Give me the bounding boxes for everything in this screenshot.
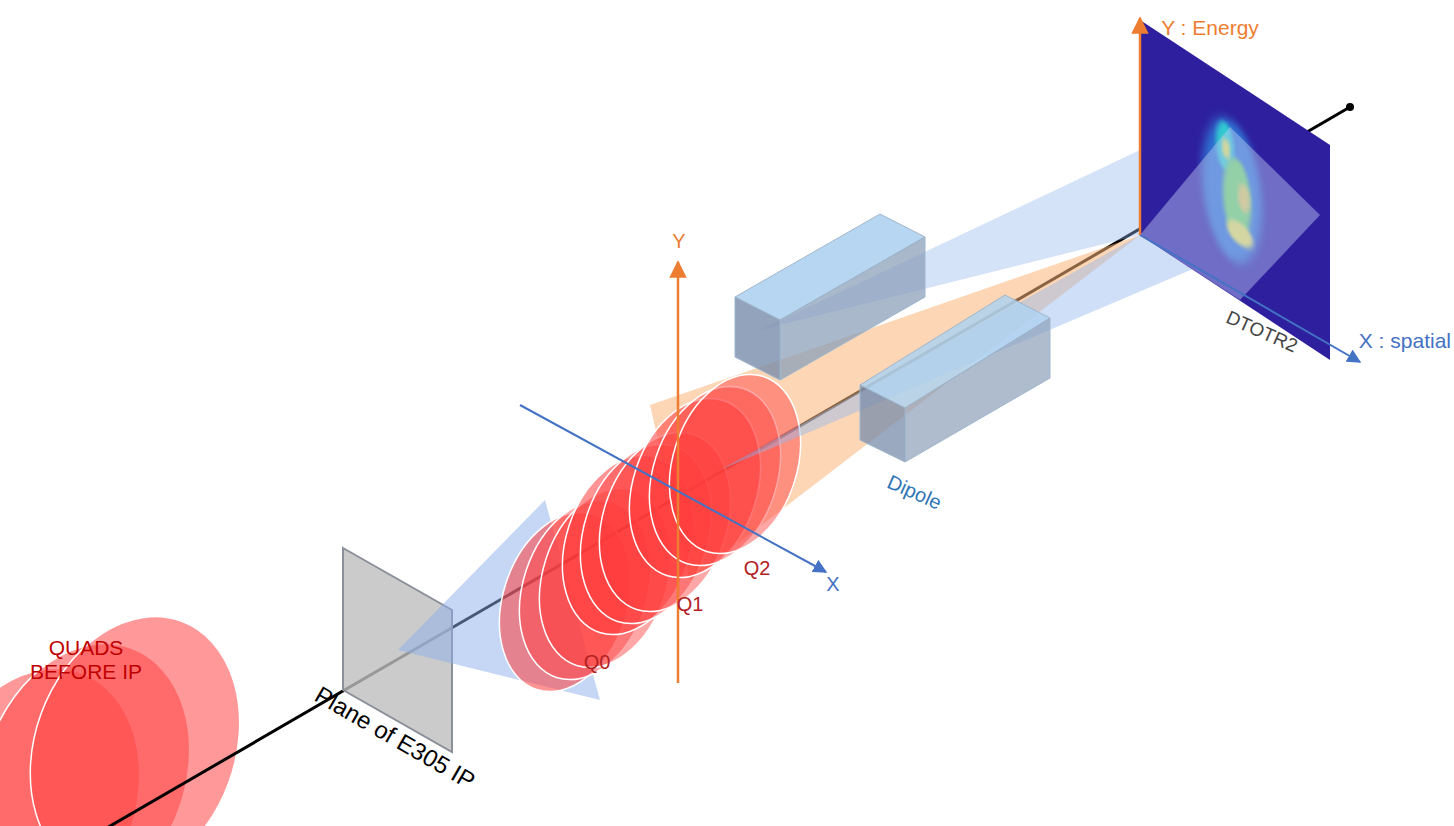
y-axis [677, 262, 680, 683]
beam-axis [105, 107, 1350, 826]
dipole-magnet [860, 295, 1050, 462]
beam-end [1346, 103, 1354, 111]
axis-label: X [826, 573, 839, 596]
axis-label: Y : Energy [1161, 16, 1259, 40]
quads-before-ip [0, 587, 275, 826]
magnet-label: Q0 [584, 651, 611, 674]
screen-plane [1140, 127, 1320, 300]
spatial-axis [1140, 235, 1360, 362]
section-label: QUADS BEFORE IP [11, 636, 161, 684]
dipole-magnet [735, 214, 925, 380]
magnet-label: Dipole [883, 470, 944, 514]
energy-axis [1139, 18, 1142, 235]
magnet-label: Q2 [744, 557, 771, 580]
magnet-label: Q1 [677, 593, 704, 616]
dtotr2-screen [1140, 20, 1330, 360]
x-axis [520, 405, 826, 572]
axis-label: Y [672, 230, 685, 253]
axis-label: X : spatial [1359, 329, 1451, 353]
